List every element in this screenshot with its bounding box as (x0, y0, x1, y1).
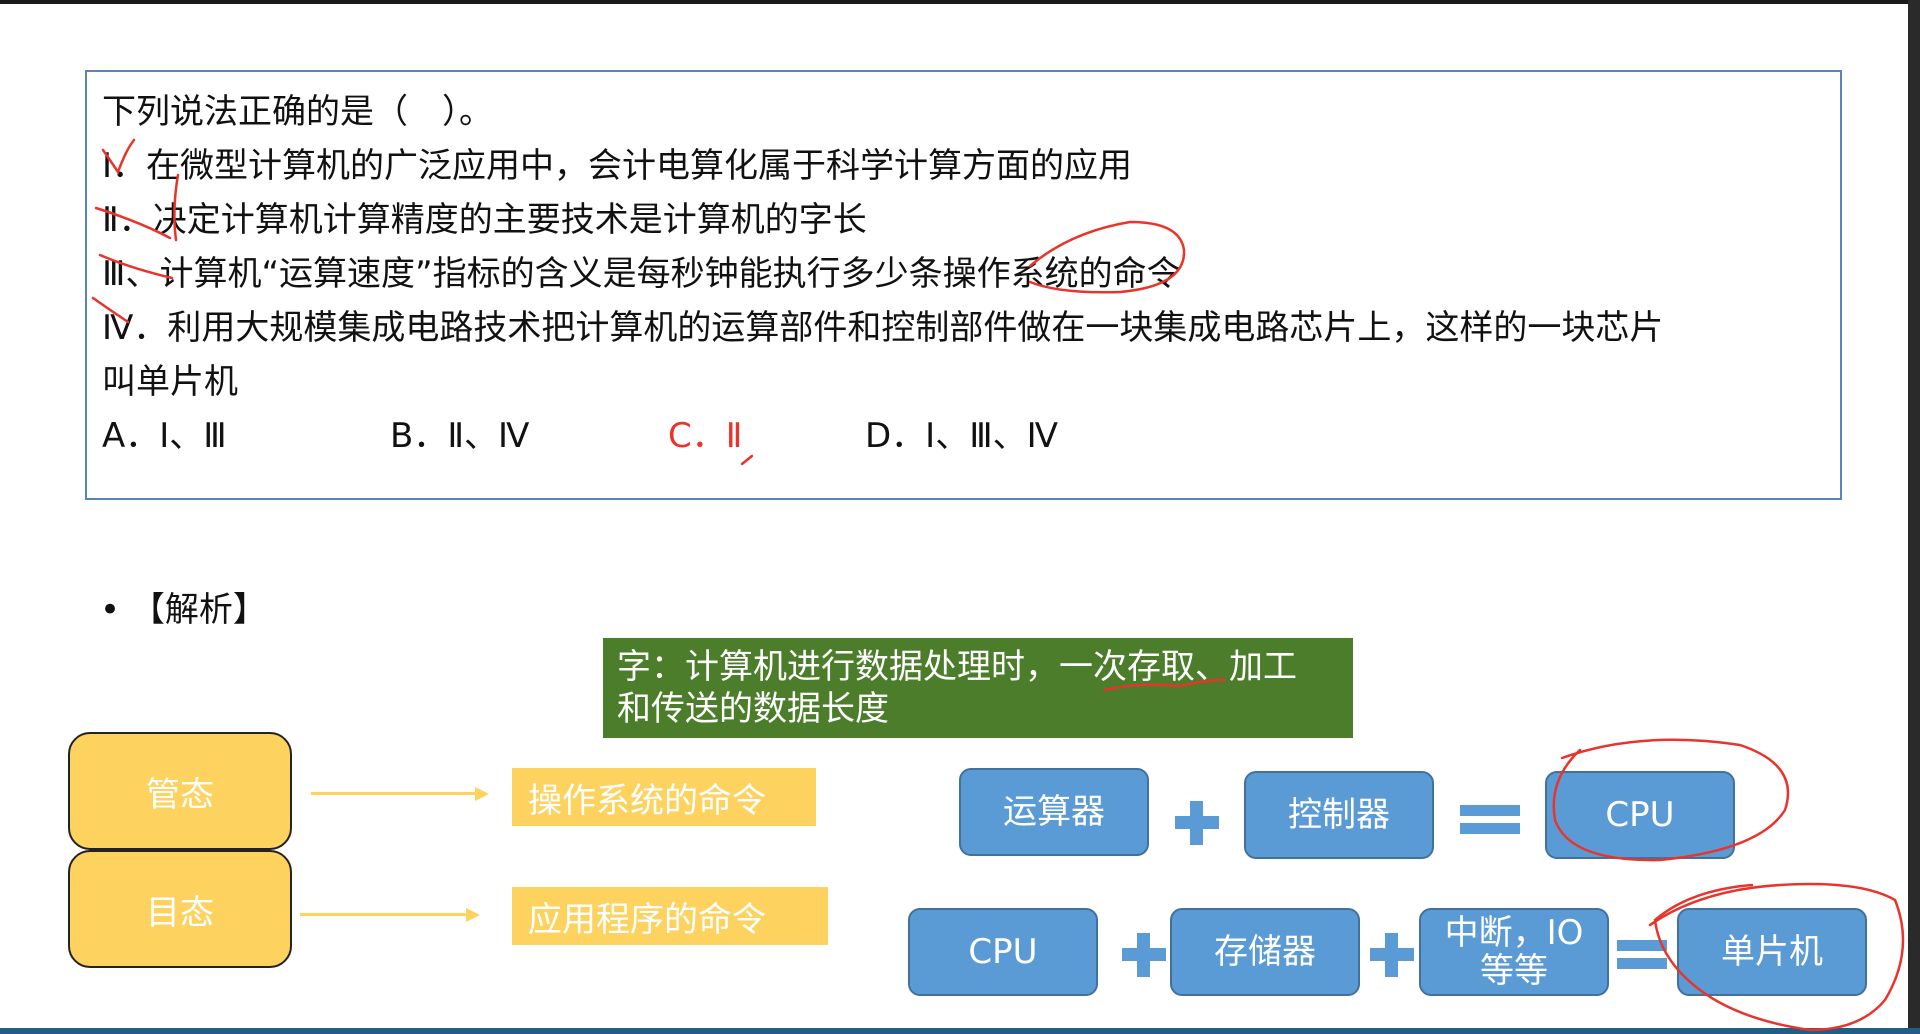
cpu-label-2: CPU (968, 932, 1038, 972)
memory-box: 存储器 (1170, 908, 1360, 996)
user-arrow-head (466, 908, 480, 922)
memory-label: 存储器 (1214, 932, 1316, 972)
supervisor-arrow-line (311, 792, 475, 795)
equals-sign-2-bottom (1617, 958, 1667, 969)
os-command-box: 操作系统的命令 (512, 768, 816, 826)
plus-sign-2-v (1137, 933, 1150, 977)
mcu-box: 单片机 (1677, 908, 1867, 996)
alu-box: 运算器 (959, 768, 1149, 856)
top-edge (0, 0, 1920, 4)
interrupt-io-line-2: 等等 (1480, 951, 1548, 991)
right-edge (1908, 0, 1920, 1034)
plus-sign-3-v (1385, 933, 1398, 977)
os-command-label: 操作系统的命令 (528, 780, 766, 821)
analysis-title: 【解析】 (130, 590, 267, 630)
analysis-heading: • 【解析】 (100, 590, 267, 630)
option-b: B．Ⅱ、Ⅳ (390, 416, 530, 456)
alu-label: 运算器 (1003, 792, 1105, 832)
interrupt-io-box: 中断，IO 等等 (1419, 908, 1609, 996)
cpu-label: CPU (1605, 795, 1675, 835)
controller-box: 控制器 (1244, 771, 1434, 859)
bottom-edge (0, 1028, 1920, 1034)
statement-1: Ⅰ．在微型计算机的广泛应用中，会计电算化属于科学计算方面的应用 (102, 146, 1133, 186)
statement-2: Ⅱ．决定计算机计算精度的主要技术是计算机的字长 (102, 200, 867, 240)
option-d: D．Ⅰ、Ⅲ、Ⅳ (865, 416, 1059, 456)
app-command-label: 应用程序的命令 (528, 899, 766, 940)
question-box: 下列说法正确的是（ ）。 Ⅰ．在微型计算机的广泛应用中，会计电算化属于科学计算方… (85, 70, 1842, 500)
user-mode-box: 目态 (68, 850, 292, 968)
supervisor-mode-box: 管态 (68, 732, 292, 850)
mcu-label: 单片机 (1721, 932, 1823, 972)
option-a: A．Ⅰ、Ⅲ (102, 416, 227, 456)
app-command-box: 应用程序的命令 (512, 887, 828, 945)
user-mode-label: 目态 (146, 892, 214, 933)
cpu-box-2: CPU (908, 908, 1098, 996)
supervisor-arrow-head (475, 787, 489, 801)
option-c-correct: C．Ⅱ (668, 416, 743, 456)
statement-4: Ⅳ．利用大规模集成电路技术把计算机的运算部件和控制部件做在一块集成电路芯片上，这… (102, 308, 1664, 348)
user-arrow-line (300, 913, 466, 916)
equals-sign-1-bottom (1460, 823, 1520, 834)
supervisor-mode-label: 管态 (146, 774, 214, 815)
word-definition-line-1: 字：计算机进行数据处理时，一次存取、加工 (617, 647, 1297, 687)
statement-4-continued: 叫单片机 (102, 362, 238, 402)
equals-sign-2-top (1617, 940, 1667, 951)
word-definition-note: 字：计算机进行数据处理时，一次存取、加工 和传送的数据长度 (603, 638, 1353, 738)
controller-label: 控制器 (1288, 795, 1390, 835)
cpu-box: CPU (1545, 771, 1735, 859)
interrupt-io-line-1: 中断，IO (1444, 913, 1584, 953)
question-stem: 下列说法正确的是（ ）。 (102, 92, 493, 132)
statement-3: Ⅲ、计算机“运算速度”指标的含义是每秒钟能执行多少条操作系统的命令 (102, 254, 1181, 294)
word-definition-line-2: 和传送的数据长度 (617, 689, 889, 729)
plus-sign-1-v (1190, 801, 1203, 845)
equals-sign-1-top (1460, 805, 1520, 816)
